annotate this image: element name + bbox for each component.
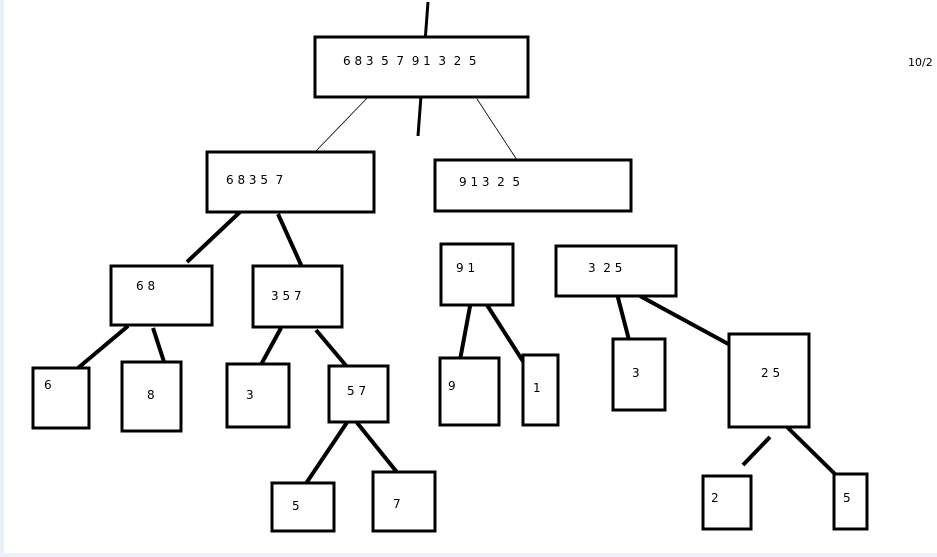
leaf-7-box bbox=[371, 470, 437, 533]
labels: 6 8 3 5 7 9 1 3 2 5 6 8 3 5 7 9 1 3 2 5 … bbox=[44, 54, 933, 513]
leaf-7-label: 7 bbox=[393, 497, 401, 511]
leaf-2-label: 2 bbox=[711, 491, 719, 505]
edge-57-7 bbox=[348, 412, 402, 478]
leaf-9-box bbox=[438, 356, 501, 427]
node-25-box bbox=[727, 332, 811, 429]
window-edge-bottom bbox=[0, 553, 937, 557]
node-68-box bbox=[109, 264, 214, 327]
node-325-box bbox=[554, 244, 678, 298]
leaf-3b-box bbox=[611, 337, 667, 412]
node-91-box bbox=[439, 242, 515, 307]
node-91-label: 9 1 bbox=[456, 261, 475, 275]
connectors bbox=[76, 1, 839, 487]
edge-325-3 bbox=[614, 289, 631, 341]
boxes bbox=[31, 35, 869, 533]
leaf-5a-label: 5 bbox=[292, 499, 300, 513]
window-edge-left bbox=[0, 0, 4, 557]
node-left-box bbox=[205, 150, 376, 214]
leaf-3a-label: 3 bbox=[246, 388, 254, 402]
leaf-6-label: 6 bbox=[44, 378, 52, 392]
leaf-2-box bbox=[701, 474, 753, 531]
leaf-3b-label: 3 bbox=[632, 366, 640, 380]
leaf-5b-box bbox=[832, 472, 869, 531]
node-right-box bbox=[433, 158, 633, 213]
node-325-label: 3 2 5 bbox=[588, 261, 622, 275]
leaf-8-label: 8 bbox=[147, 388, 155, 402]
node-57-box bbox=[327, 364, 390, 424]
edge-68-6 bbox=[76, 324, 130, 370]
node-root-box bbox=[313, 35, 530, 99]
edge-357-57 bbox=[314, 328, 350, 370]
node-25-label: 2 5 bbox=[761, 366, 780, 380]
leaf-5a-box bbox=[270, 481, 336, 533]
edge-left-357 bbox=[276, 213, 304, 268]
leaf-9-label: 9 bbox=[448, 379, 456, 393]
leaf-3a-box bbox=[225, 362, 291, 429]
node-root-label: 6 8 3 5 7 9 1 3 2 5 bbox=[343, 54, 477, 68]
leaf-1-box bbox=[521, 353, 560, 427]
node-right-label: 9 1 3 2 5 bbox=[459, 175, 520, 189]
edge-root-left bbox=[315, 94, 371, 152]
edge-25-2 bbox=[741, 435, 772, 467]
edge-root-right bbox=[476, 98, 518, 161]
node-357-label: 3 5 7 bbox=[271, 289, 302, 303]
corner-note: 10/2 bbox=[908, 56, 933, 69]
node-357-box bbox=[251, 264, 344, 329]
leaf-5b-label: 5 bbox=[843, 491, 851, 505]
edge-25-5 bbox=[782, 422, 839, 478]
node-left-label: 6 8 3 5 7 bbox=[226, 173, 283, 187]
edge-91-9 bbox=[458, 300, 473, 361]
node-57-label: 5 7 bbox=[347, 384, 366, 398]
edge-325-25 bbox=[639, 294, 733, 348]
edge-91-1 bbox=[485, 303, 528, 368]
edge-left-68 bbox=[185, 210, 242, 264]
leaf-6-box bbox=[31, 366, 91, 430]
leaf-1-label: 1 bbox=[533, 381, 541, 395]
leaf-8-box bbox=[120, 360, 183, 433]
node-68-label: 6 8 bbox=[136, 279, 155, 293]
